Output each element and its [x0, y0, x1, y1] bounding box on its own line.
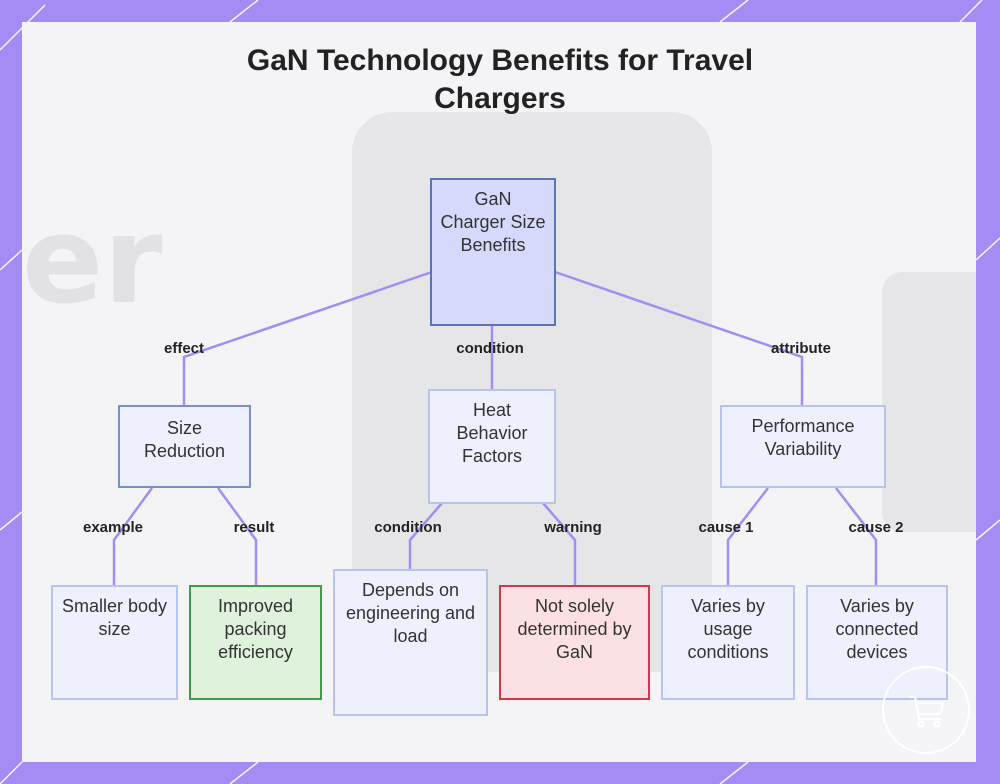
edge-condition-mid: [408, 502, 443, 570]
edge-example: [112, 487, 154, 586]
cart-icon: [909, 696, 945, 728]
node-usage-conditions-label: Varies by usage conditions: [687, 596, 769, 662]
edge-cause1: [726, 487, 769, 586]
node-heat-behavior-label: Heat Behavior Factors: [456, 400, 528, 466]
node-size-reduction[interactable]: Size Reduction: [118, 405, 251, 488]
edge-label-condition-mid: condition: [374, 519, 442, 536]
edge-label-effect: effect: [163, 340, 205, 357]
edge-result: [216, 487, 258, 586]
node-packing-efficiency[interactable]: Improved packing efficiency: [189, 585, 322, 700]
background-cable-shape: [882, 272, 976, 532]
background-watermark-shape: er: [22, 192, 163, 331]
node-depends-engineering-label: Depends on engineering and load: [345, 580, 476, 646]
node-heat-behavior[interactable]: Heat Behavior Factors: [428, 389, 556, 504]
edge-label-result: result: [233, 519, 275, 536]
edge-label-cause2: cause 2: [848, 519, 904, 536]
edge-label-condition: condition: [456, 340, 524, 357]
node-usage-conditions[interactable]: Varies by usage conditions: [661, 585, 795, 700]
node-root[interactable]: GaN Charger Size Benefits: [430, 178, 556, 326]
edge-label-cause1: cause 1: [698, 519, 754, 536]
node-smaller-body[interactable]: Smaller body size: [51, 585, 178, 700]
node-performance-variability-label: Performance Variability: [751, 416, 855, 459]
cart-watermark-icon: [882, 666, 970, 754]
edge-label-example: example: [82, 519, 144, 536]
node-packing-efficiency-label: Improved packing efficiency: [217, 596, 294, 662]
edge-label-attribute: attribute: [771, 340, 831, 357]
node-size-reduction-label: Size Reduction: [143, 418, 226, 461]
edge-attribute: [554, 270, 804, 407]
edge-warning: [542, 502, 577, 586]
node-not-solely-label: Not solely determined by GaN: [517, 596, 632, 662]
diagram-title: GaN Technology Benefits for Travel Charg…: [246, 44, 754, 115]
edge-label-warning: warning: [544, 519, 602, 536]
node-connected-devices-label: Varies by connected devices: [835, 596, 919, 662]
edge-cause2: [835, 487, 878, 586]
node-smaller-body-label: Smaller body size: [61, 596, 168, 639]
node-performance-variability[interactable]: Performance Variability: [720, 405, 886, 488]
node-depends-engineering[interactable]: Depends on engineering and load: [333, 569, 488, 716]
node-not-solely[interactable]: Not solely determined by GaN: [499, 585, 650, 700]
node-root-label: GaN Charger Size Benefits: [440, 189, 546, 255]
edge-effect: [182, 270, 433, 407]
